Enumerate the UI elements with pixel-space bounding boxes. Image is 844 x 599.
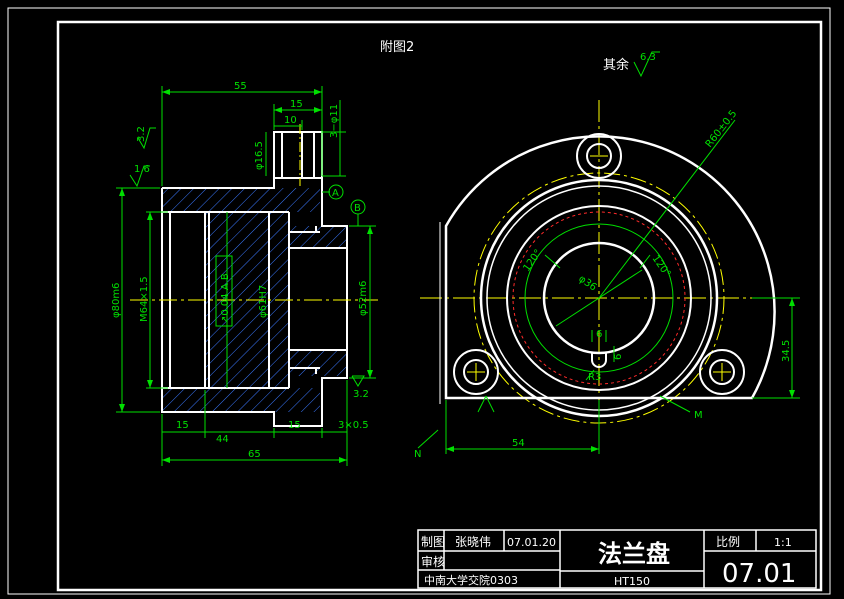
section-view bbox=[130, 124, 378, 427]
review-label: 审核 bbox=[421, 554, 445, 569]
dim-15-top: 15 bbox=[290, 99, 303, 110]
datum-b-circle bbox=[350, 199, 366, 215]
label-n: N bbox=[414, 449, 421, 460]
drawing-date: 07.01.20 bbox=[507, 536, 556, 549]
dim-phi80m6: φ80m6 bbox=[111, 283, 122, 318]
dim-65: 65 bbox=[248, 449, 261, 460]
label-m: M bbox=[694, 410, 703, 421]
school-name: 中南大学交院0303 bbox=[424, 573, 518, 587]
scale-label: 比例 bbox=[716, 535, 740, 549]
tolerance-frame bbox=[215, 255, 233, 327]
figure-label: 附图2 bbox=[380, 40, 414, 55]
dim-key-6b: 6 bbox=[613, 354, 624, 360]
dim-r60: R60±0.5 bbox=[704, 108, 740, 149]
drawing-frame bbox=[56, 20, 823, 592]
datum-a-label: A bbox=[332, 188, 339, 199]
material: HT150 bbox=[614, 575, 650, 588]
drawn-label: 制图 bbox=[421, 535, 445, 549]
dim-key-6: 6 bbox=[596, 329, 602, 340]
dim-34-5: 34.5 bbox=[781, 340, 792, 362]
dim-r3: R3 bbox=[588, 372, 601, 383]
front-arrowheads bbox=[446, 298, 795, 452]
dim-m64: M64×1.5 bbox=[139, 276, 150, 322]
dim-10-top: 10 bbox=[284, 115, 297, 126]
roughness-1-6: 1.6 bbox=[134, 164, 150, 175]
dim-15-bottom-left: 15 bbox=[176, 420, 189, 431]
scale-value: 1:1 bbox=[774, 536, 792, 549]
front-view bbox=[420, 100, 790, 424]
tolerance-frame-text: ↗0.04 A B bbox=[220, 273, 231, 324]
part-name: 法兰盘 bbox=[598, 540, 670, 568]
dim-3x0-5: 3×0.5 bbox=[338, 420, 369, 431]
title-block-grid bbox=[417, 529, 817, 589]
datum-a-circle bbox=[328, 184, 344, 200]
dim-15-bottom-right: 15 bbox=[288, 420, 301, 431]
roughness-3-2-b: 3.2 bbox=[353, 389, 369, 400]
sheet-border bbox=[7, 7, 831, 595]
dim-120-right: 120° bbox=[650, 253, 673, 279]
dim-phi36: φ36 bbox=[576, 273, 598, 293]
surface-roughness-symbol bbox=[633, 51, 660, 78]
roughness-3-2: 3.2 bbox=[136, 126, 147, 142]
datum-b-label: B bbox=[354, 203, 361, 214]
front-dimension-lines bbox=[417, 119, 800, 454]
drawing-number: 07.01 bbox=[722, 559, 796, 589]
dim-44: 44 bbox=[216, 434, 229, 445]
surface-note-value: 6.3 bbox=[640, 52, 656, 63]
dim-55: 55 bbox=[234, 81, 247, 92]
dim-phi61h7: φ61H7 bbox=[258, 285, 269, 318]
dim-3-phi11: 3−φ11 bbox=[329, 104, 340, 138]
surface-note: 其余 bbox=[603, 57, 629, 73]
section-arrowheads bbox=[119, 89, 373, 463]
drawn-by: 张晓伟 bbox=[455, 535, 491, 549]
dim-54: 54 bbox=[512, 438, 525, 449]
dim-phi52m6: φ52m6 bbox=[358, 281, 369, 316]
dim-phi16-5: φ16.5 bbox=[254, 141, 265, 170]
